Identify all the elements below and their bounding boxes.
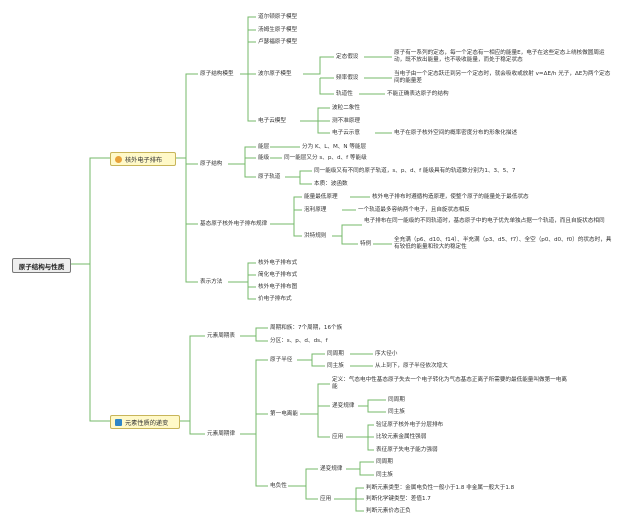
node-stationary-state-text: 原子有一系列的定态，每一个定态有一相应的能量E，电子在这些定态上绕核做圆周运动，… <box>394 50 605 63</box>
node-ie-use-metallic: 比较元素金属性强弱 <box>376 434 427 440</box>
node-wave-particle[interactable]: 波粒二象性 <box>332 105 360 111</box>
node-atomic-orbital[interactable]: 原子轨道 <box>258 174 281 180</box>
node-orbital-diagram[interactable]: 核外电子排布图 <box>258 284 298 290</box>
node-stationary-state[interactable]: 定态假设 <box>336 54 359 60</box>
node-ie-trend-group: 同主族 <box>388 409 405 415</box>
node-en-use[interactable]: 应用 <box>320 496 332 502</box>
node-hund-text: 电子排布在同一能级的不同轨道时，基态原子中的电子优先单独占据一个轨道，而且自旋状… <box>364 218 605 224</box>
node-periodic-table[interactable]: 元素周期表 <box>207 333 235 339</box>
node-radius-period[interactable]: 同周期 <box>327 351 344 357</box>
node-energy-level-text: 同一能层又分 s、p、d、f 等能级 <box>284 155 367 161</box>
node-ie-use-shell: 验证原子核外电子分层排布 <box>376 422 444 428</box>
node-valence-formula[interactable]: 价电子排布式 <box>258 296 292 302</box>
node-electron-cloud[interactable]: 电子云示意 <box>332 130 360 136</box>
node-en-trend[interactable]: 递变规律 <box>320 466 343 472</box>
node-atomic-model[interactable]: 原子结构模型 <box>200 71 234 77</box>
node-blocks: 分区：s、p、d、ds、f <box>270 338 328 344</box>
node-radius-period-text: 序大径小 <box>375 351 398 357</box>
node-energy-shell[interactable]: 能层 <box>258 144 270 150</box>
node-lowest-energy[interactable]: 能量最低原理 <box>304 194 338 200</box>
node-en-use-type: 判断元素类型：金属电负性一般小于1.8 非金属一般大于1.8 <box>366 485 515 491</box>
node-thomson-model[interactable]: 汤姆生原子模型 <box>258 27 298 33</box>
node-orbit[interactable]: 轨道性 <box>336 91 353 97</box>
node-uncertainty[interactable]: 测不准原理 <box>332 118 360 124</box>
node-pauli[interactable]: 泡利原理 <box>304 207 327 213</box>
node-dalton-model[interactable]: 道尔顿原子模型 <box>258 14 298 20</box>
node-pauli-text: 一个轨道最多容纳两个电子，且自旋状态相反 <box>358 207 470 213</box>
node-en-use-valence: 判断元素价态正负 <box>366 508 411 514</box>
node-energy-level[interactable]: 能级 <box>258 155 270 161</box>
gear-icon <box>115 155 122 163</box>
node-en-use-bond: 判断化学键类型：差值1.7 <box>366 496 431 502</box>
node-atomic-radius[interactable]: 原子半径 <box>270 357 293 363</box>
node-electronegativity[interactable]: 电负性 <box>270 483 287 489</box>
node-ie-trend-period: 同周期 <box>388 397 405 403</box>
node-hund[interactable]: 洪特规则 <box>304 233 327 239</box>
node-radius-group[interactable]: 同主族 <box>327 363 344 369</box>
node-simplified-formula[interactable]: 简化电子排布式 <box>258 272 298 278</box>
branch-element-properties[interactable]: 元素性质的递变 <box>110 415 180 429</box>
node-en-trend-group: 同主族 <box>376 472 393 478</box>
node-periods-groups: 周期和族：7个周期，16个族 <box>270 325 343 331</box>
node-rutherford-model[interactable]: 卢瑟福原子模型 <box>258 39 298 45</box>
node-electron-cloud-model[interactable]: 电子云模型 <box>258 118 286 124</box>
node-atomic-structure[interactable]: 原子结构 <box>200 161 223 167</box>
node-ie-definition: 定义：气态电中性基态原子失去一个电子转化为气态基态正离子所需要的最低能量叫做第一… <box>332 377 567 390</box>
book-icon <box>115 418 122 426</box>
node-representation[interactable]: 表示方法 <box>200 279 223 285</box>
node-lowest-energy-text: 核外电子排布时遵循构造原理，使整个原子的能量处于最低状态 <box>372 194 529 200</box>
node-frequency-hypothesis[interactable]: 频率假设 <box>336 75 359 81</box>
node-config-formula[interactable]: 核外电子排布式 <box>258 260 298 266</box>
branch-electron-configuration[interactable]: 核外电子排布 <box>110 152 176 166</box>
node-frequency-text: 当电子由一个定态跃迁到另一个定态时，就会吸收或放射 v=ΔE/h 光子，ΔE为两… <box>394 71 611 84</box>
node-orbit-text: 不能正确表达原子的结构 <box>387 91 449 97</box>
node-energy-shell-text: 分为 K、L、M、N 等能层 <box>302 144 367 150</box>
node-ie-trend[interactable]: 递变规律 <box>332 403 355 409</box>
node-orbital-count: 同一能级又有不同的原子轨道，s、p、d、f 能级具有的轨道数分别为1、3、5、7 <box>314 168 516 174</box>
node-bohr-model[interactable]: 波尔原子模型 <box>258 71 292 77</box>
node-orbital-essence: 本质：波函数 <box>314 181 348 187</box>
node-ionization-energy[interactable]: 第一电离能 <box>270 411 298 417</box>
root-node[interactable]: 原子结构与性质 <box>12 258 71 273</box>
node-en-trend-period: 同周期 <box>376 459 393 465</box>
node-ie-use[interactable]: 应用 <box>332 434 344 440</box>
node-electron-cloud-text: 电子在原子核外空间的概率密度分布的形象化描述 <box>394 130 518 136</box>
node-special-case[interactable]: 特例 <box>360 241 372 247</box>
node-configuration-rules[interactable]: 基态原子核外电子排布规律 <box>200 221 268 227</box>
node-periodic-law[interactable]: 元素周期律 <box>207 431 235 437</box>
node-radius-group-text: 从上到下，原子半径依次增大 <box>375 363 448 369</box>
node-special-case-text: 全充满（p6、d10、f14）、半充满（p3、d5、f7）、全空（p0、d0、f… <box>394 237 612 250</box>
node-ie-use-electron-loss: 表征原子失电子能力强弱 <box>376 447 438 453</box>
